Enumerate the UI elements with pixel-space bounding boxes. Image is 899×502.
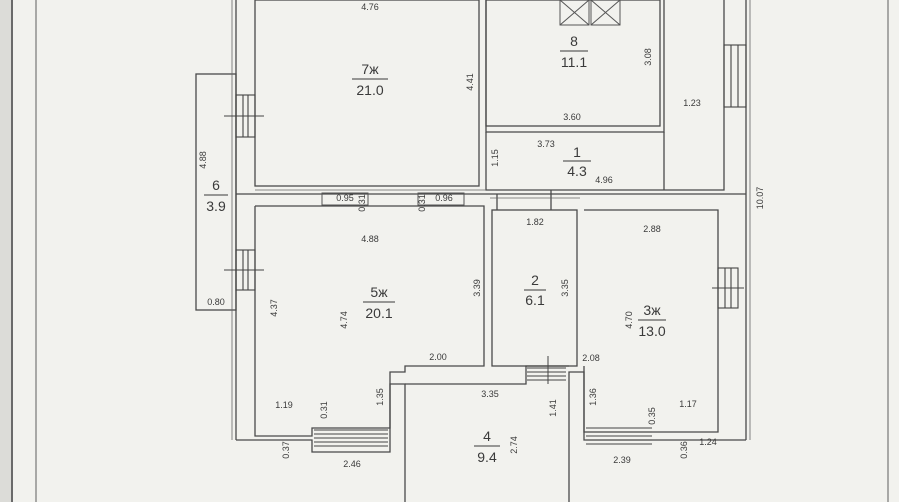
- wall-niche-right: [417, 192, 465, 206]
- room-5-number: 5ж: [370, 284, 388, 300]
- room-8-label: 811.1: [560, 33, 588, 70]
- room-6-label: 63.9: [204, 177, 228, 214]
- dim-4-88: 4.88: [361, 234, 379, 244]
- room-4-area: 9.4: [477, 449, 497, 465]
- room-3-area: 13.0: [638, 323, 665, 339]
- dim-3-73: 3.73: [537, 139, 555, 149]
- dim-0-31-b: 0.31: [417, 194, 427, 212]
- dim-3-08: 3.08: [643, 48, 653, 66]
- dim-0-36: 0.36: [679, 441, 689, 459]
- window-east-top: [723, 44, 747, 108]
- dim-0-31-c: 0.31: [319, 401, 329, 419]
- window-east-mid: [712, 267, 744, 309]
- dim-0-37: 0.37: [281, 441, 291, 459]
- dim-2-08: 2.08: [582, 353, 600, 363]
- dim-1-23: 1.23: [683, 98, 701, 108]
- dim-3-35-vertical: 3.35: [560, 279, 570, 297]
- room-7-outline: [254, 0, 480, 187]
- dim-2-00: 2.00: [429, 352, 447, 362]
- room-6-area: 3.9: [206, 198, 226, 214]
- room-4-outline: [405, 365, 569, 385]
- room-1-number: 1: [573, 144, 581, 160]
- window-west-mid: [224, 249, 264, 291]
- dimension-labels: 4.76 4.41 3.08 3.60 1.23 3.73 1.15 4.96 …: [198, 2, 765, 469]
- stairs: [314, 356, 652, 447]
- dim-3-60: 3.60: [563, 112, 581, 122]
- room-7-number: 7ж: [361, 61, 379, 77]
- dim-4-74: 4.74: [339, 311, 349, 329]
- dim-1-19: 1.19: [275, 400, 293, 410]
- dim-0-31-a: 0.31: [357, 194, 367, 212]
- dim-0-95: 0.95: [336, 193, 354, 203]
- room-8-outer: [485, 0, 665, 133]
- dim-4-70: 4.70: [624, 311, 634, 329]
- dim-4-88-side: 4.88: [198, 151, 208, 169]
- windows: [224, 44, 747, 309]
- room-6-outline: [195, 73, 237, 311]
- dim-2-46: 2.46: [343, 459, 361, 469]
- dim-2-88: 2.88: [643, 224, 661, 234]
- dim-1-35: 1.35: [375, 388, 385, 406]
- dim-4-96: 4.96: [595, 175, 613, 185]
- room-7-label: 7ж 21.0: [352, 61, 388, 98]
- dim-1-15: 1.15: [490, 149, 500, 167]
- room-1-label: 14.3: [563, 144, 591, 179]
- room-5-outline: [254, 205, 485, 437]
- dim-0-96: 0.96: [435, 193, 453, 203]
- dim-4-41: 4.41: [465, 73, 475, 91]
- dim-1-24: 1.24: [699, 437, 717, 447]
- dim-0-80: 0.80: [207, 297, 225, 307]
- dim-3-39: 3.39: [472, 279, 482, 297]
- room-2-label: 26.1: [524, 272, 546, 308]
- window-west-top: [224, 94, 264, 138]
- room-4-label: 49.4: [474, 428, 500, 465]
- dim-2-74: 2.74: [509, 436, 519, 454]
- dim-3-35-horizontal: 3.35: [481, 389, 499, 399]
- walls: [195, 0, 747, 502]
- room-8-number: 8: [570, 33, 578, 49]
- room-3-number: 3ж: [643, 302, 661, 318]
- dim-10-07: 10.07: [755, 187, 765, 210]
- room-3-label: 3ж 13.0: [638, 302, 666, 339]
- left-margin: [0, 0, 12, 502]
- dim-4-37: 4.37: [269, 299, 279, 317]
- sanitary-fixtures: [559, 0, 621, 26]
- wall-niche-left: [321, 192, 369, 206]
- room-2-number: 2: [531, 272, 539, 288]
- dim-4-76: 4.76: [361, 2, 379, 12]
- room-1-area: 4.3: [567, 163, 587, 179]
- wall-inner-lines: [231, 0, 751, 440]
- dim-1-41: 1.41: [548, 399, 558, 417]
- room-3-outline: [583, 209, 719, 433]
- room-2-area: 6.1: [525, 292, 545, 308]
- room-1-outline: [485, 0, 725, 191]
- room-5-area: 20.1: [365, 305, 392, 321]
- room-7-area: 21.0: [356, 82, 383, 98]
- dim-0-35: 0.35: [647, 407, 657, 425]
- room-4-number: 4: [483, 428, 491, 444]
- room-6-number: 6: [212, 177, 220, 193]
- dim-2-39: 2.39: [613, 455, 631, 465]
- room-8-area: 11.1: [561, 54, 587, 70]
- room-5-label: 5ж 20.1: [363, 284, 395, 321]
- dim-1-36: 1.36: [588, 388, 598, 406]
- dim-1-82: 1.82: [526, 217, 544, 227]
- dim-1-17: 1.17: [679, 399, 697, 409]
